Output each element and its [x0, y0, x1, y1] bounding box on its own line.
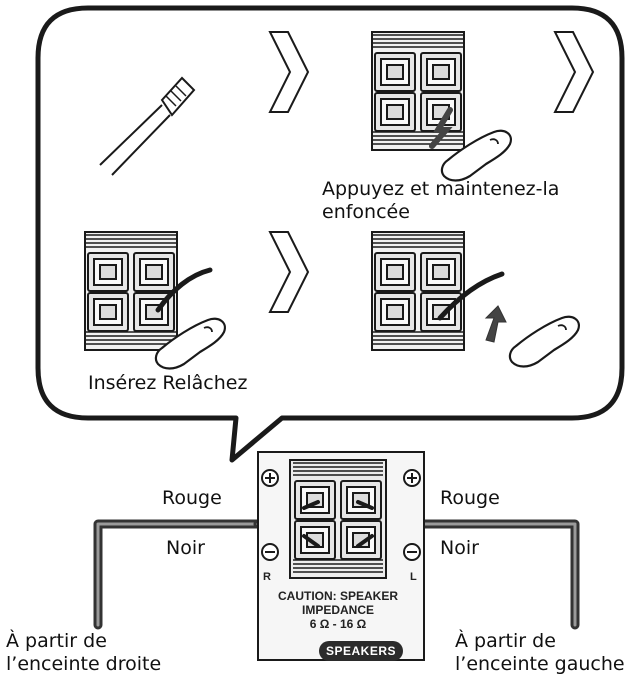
insert-wire-illustration	[85, 232, 227, 370]
left-red-wire-label: Rouge	[162, 487, 222, 509]
left-black-wire-label: Noir	[166, 537, 205, 559]
speakers-badge: SPEAKERS	[319, 641, 403, 661]
right-black-wire-label: Noir	[440, 537, 479, 559]
release-illustration	[372, 232, 581, 368]
from-left-speaker-label: À partir de l’enceinte gauche	[455, 630, 625, 675]
left-channel-marker: L	[410, 571, 417, 583]
from-right-speaker-label: À partir de l’enceinte droite	[6, 630, 162, 675]
terminal-right-plus	[294, 480, 336, 520]
press-hold-illustration	[372, 32, 513, 182]
right-channel-marker: R	[263, 571, 271, 583]
terminal-left-plus	[340, 480, 382, 520]
insert-release-caption: Insérez Relâchez	[88, 372, 248, 394]
terminal-right-minus	[294, 520, 336, 560]
rear-speaker-panel	[257, 451, 425, 661]
stripped-wire-illustration	[99, 76, 196, 176]
press-hold-caption: Appuyez et maintenez-la enfoncée	[322, 178, 560, 223]
right-red-wire-label: Rouge	[440, 487, 500, 509]
impedance-caution-text: CAUTION: SPEAKER IMPEDANCE 6 Ω - 16 Ω	[277, 589, 398, 631]
wire-ends	[302, 500, 374, 548]
terminal-left-minus	[340, 520, 382, 560]
